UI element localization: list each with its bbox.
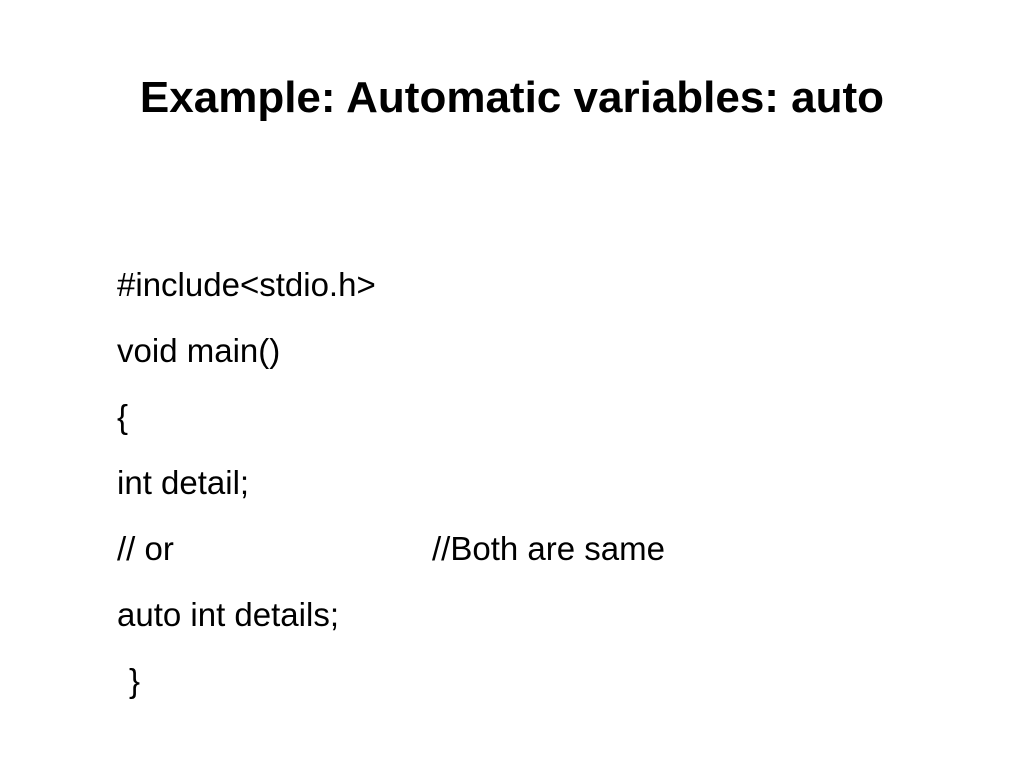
code-text: auto int details;	[117, 596, 339, 633]
code-text: int detail;	[117, 464, 250, 501]
code-text: void main()	[117, 332, 281, 369]
code-line: auto int details; //Both are same	[62, 516, 962, 633]
code-line: void main()	[62, 252, 962, 369]
slide-title: Example: Automatic variables: auto	[139, 73, 885, 122]
code-text: #include<stdio.h>	[117, 266, 376, 303]
code-comment: //Both are same	[432, 530, 665, 567]
code-line: {	[62, 318, 962, 435]
code-line: // or	[62, 450, 962, 567]
code-line: #include<stdio.h>	[62, 186, 962, 303]
code-line: }	[62, 582, 962, 699]
code-text: // or	[117, 530, 174, 567]
code-text: }	[129, 662, 141, 699]
code-line: int detail;	[62, 384, 962, 501]
code-block: #include<stdio.h> void main() { int deta…	[62, 186, 962, 699]
code-text: {	[117, 398, 129, 435]
